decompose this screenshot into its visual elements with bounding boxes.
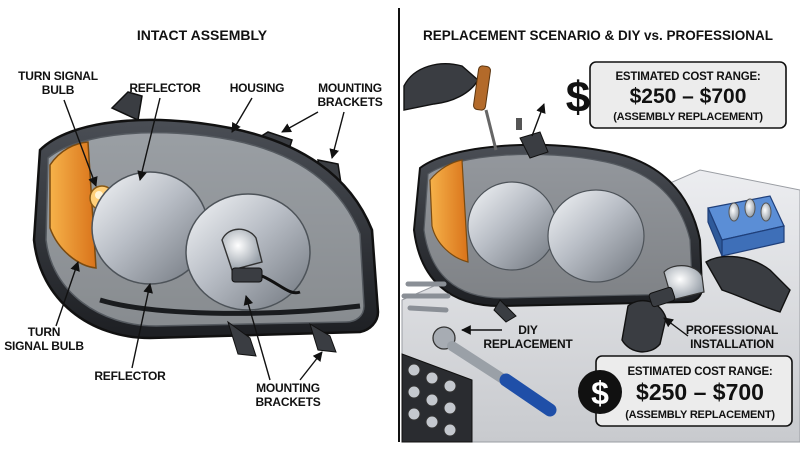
pointer-arrow xyxy=(663,317,689,337)
right-panel-title: REPLACEMENT SCENARIO & DIY vs. PROFESSIO… xyxy=(423,28,773,43)
screwdriver-shaft xyxy=(484,109,498,151)
headlamp-bulb xyxy=(221,228,263,271)
cost-range: $250 – $700 xyxy=(636,379,764,405)
amber-turn-lens xyxy=(429,159,469,263)
left-panel: INTACT ASSEMBLY xyxy=(4,27,383,409)
label-housing: HOUSING xyxy=(230,81,285,133)
label-turn-signal-bulb-bottom: TURN SIGNAL BULB xyxy=(4,261,85,353)
reflector-bowl-right xyxy=(547,189,645,283)
label-line-1: PROFESSIONAL xyxy=(686,323,778,337)
screwdriver-handle xyxy=(473,65,491,111)
label-line-1: DIY xyxy=(518,323,538,337)
screw xyxy=(516,118,522,130)
pointer-arrow xyxy=(281,111,319,133)
left-panel-title: INTACT ASSEMBLY xyxy=(137,27,268,43)
label-professional-installation: PROFESSIONAL INSTALLATION xyxy=(663,317,778,351)
label-text: REFLECTOR xyxy=(94,369,166,383)
label-line-2: REPLACEMENT xyxy=(483,337,573,351)
pointer-arrow xyxy=(243,295,271,381)
label-reflector-top: REFLECTOR xyxy=(129,81,201,181)
headlight-assembly-intact xyxy=(32,91,380,357)
label-mounting-brackets-bottom: MOUNTING BRACKETS xyxy=(243,295,323,409)
label-mounting-brackets-top: MOUNTING BRACKETS xyxy=(281,81,383,159)
professional-hands xyxy=(621,255,791,353)
replacement-bulb xyxy=(663,265,705,301)
cost-box xyxy=(589,61,787,129)
cost-callout-bottom: $ ESTIMATED COST RANGE: $250 – $700 (ASS… xyxy=(578,355,793,427)
label-text: REFLECTOR xyxy=(129,81,201,95)
socket-tray xyxy=(401,353,473,443)
pointer-arrow xyxy=(531,103,546,137)
pointer-arrow xyxy=(231,97,253,133)
cost-note: (ASSEMBLY REPLACEMENT) xyxy=(613,111,763,123)
label-line-2: BRACKETS xyxy=(255,395,320,409)
cost-callout-top: $ ESTIMATED COST RANGE: $250 – $700 (ASS… xyxy=(566,61,787,129)
reflector-bowl-left xyxy=(467,181,557,271)
pointer-arrow xyxy=(299,351,323,381)
pointer-arrow xyxy=(131,283,153,369)
gloved-hand-right xyxy=(705,255,791,313)
bench-tools xyxy=(401,281,557,443)
pointer-arrow xyxy=(329,111,345,159)
label-line-1: TURN SIGNAL xyxy=(18,69,98,83)
label-line-2: INSTALLATION xyxy=(690,337,774,351)
ratchet-wrench xyxy=(432,326,557,417)
label-text: HOUSING xyxy=(230,81,285,95)
label-line-2: SIGNAL BULB xyxy=(4,339,84,353)
headlight-assembly-service xyxy=(412,131,704,323)
cost-note: (ASSEMBLY REPLACEMENT) xyxy=(625,409,775,421)
gloved-hand-top xyxy=(403,63,479,111)
dollar-coin-icon xyxy=(578,370,622,414)
lower-trim xyxy=(99,297,361,316)
label-line-1: MOUNTING xyxy=(256,381,320,395)
dollar-icon: $ xyxy=(566,73,590,122)
replacement-bulb-box xyxy=(707,195,785,257)
pointer-arrow xyxy=(137,97,161,181)
cost-heading: ESTIMATED COST RANGE: xyxy=(615,71,760,83)
label-line-1: TURN xyxy=(28,325,61,339)
gloved-hand-left xyxy=(621,299,667,353)
mounting-bracket-lower xyxy=(227,320,257,357)
label-line-2: BULB xyxy=(42,83,75,97)
pointer-arrow xyxy=(55,261,80,327)
bulb-socket xyxy=(231,267,263,283)
cost-range: $250 – $700 xyxy=(630,85,747,108)
mounting-bracket-lower-right xyxy=(309,322,337,353)
top-bracket-left xyxy=(110,91,143,122)
dollar-icon: $ xyxy=(591,375,609,411)
pointer-arrow xyxy=(63,99,98,187)
label-diy-replacement: DIY REPLACEMENT xyxy=(461,323,574,351)
bulb-wire xyxy=(261,274,301,295)
label-turn-signal-bulb-top: TURN SIGNAL BULB xyxy=(18,69,98,187)
cost-heading: ESTIMATED COST RANGE: xyxy=(627,366,772,378)
label-line-2: BRACKETS xyxy=(317,95,382,109)
label-line-1: MOUNTING xyxy=(318,81,382,95)
label-reflector-bottom: REFLECTOR xyxy=(94,283,166,383)
screwdriver-hand xyxy=(403,63,546,151)
mounting-bracket-lower xyxy=(493,299,517,323)
right-panel: REPLACEMENT SCENARIO & DIY vs. PROFESSIO… xyxy=(401,28,800,443)
amber-turn-lens xyxy=(49,141,97,269)
bulb-base xyxy=(648,286,676,308)
